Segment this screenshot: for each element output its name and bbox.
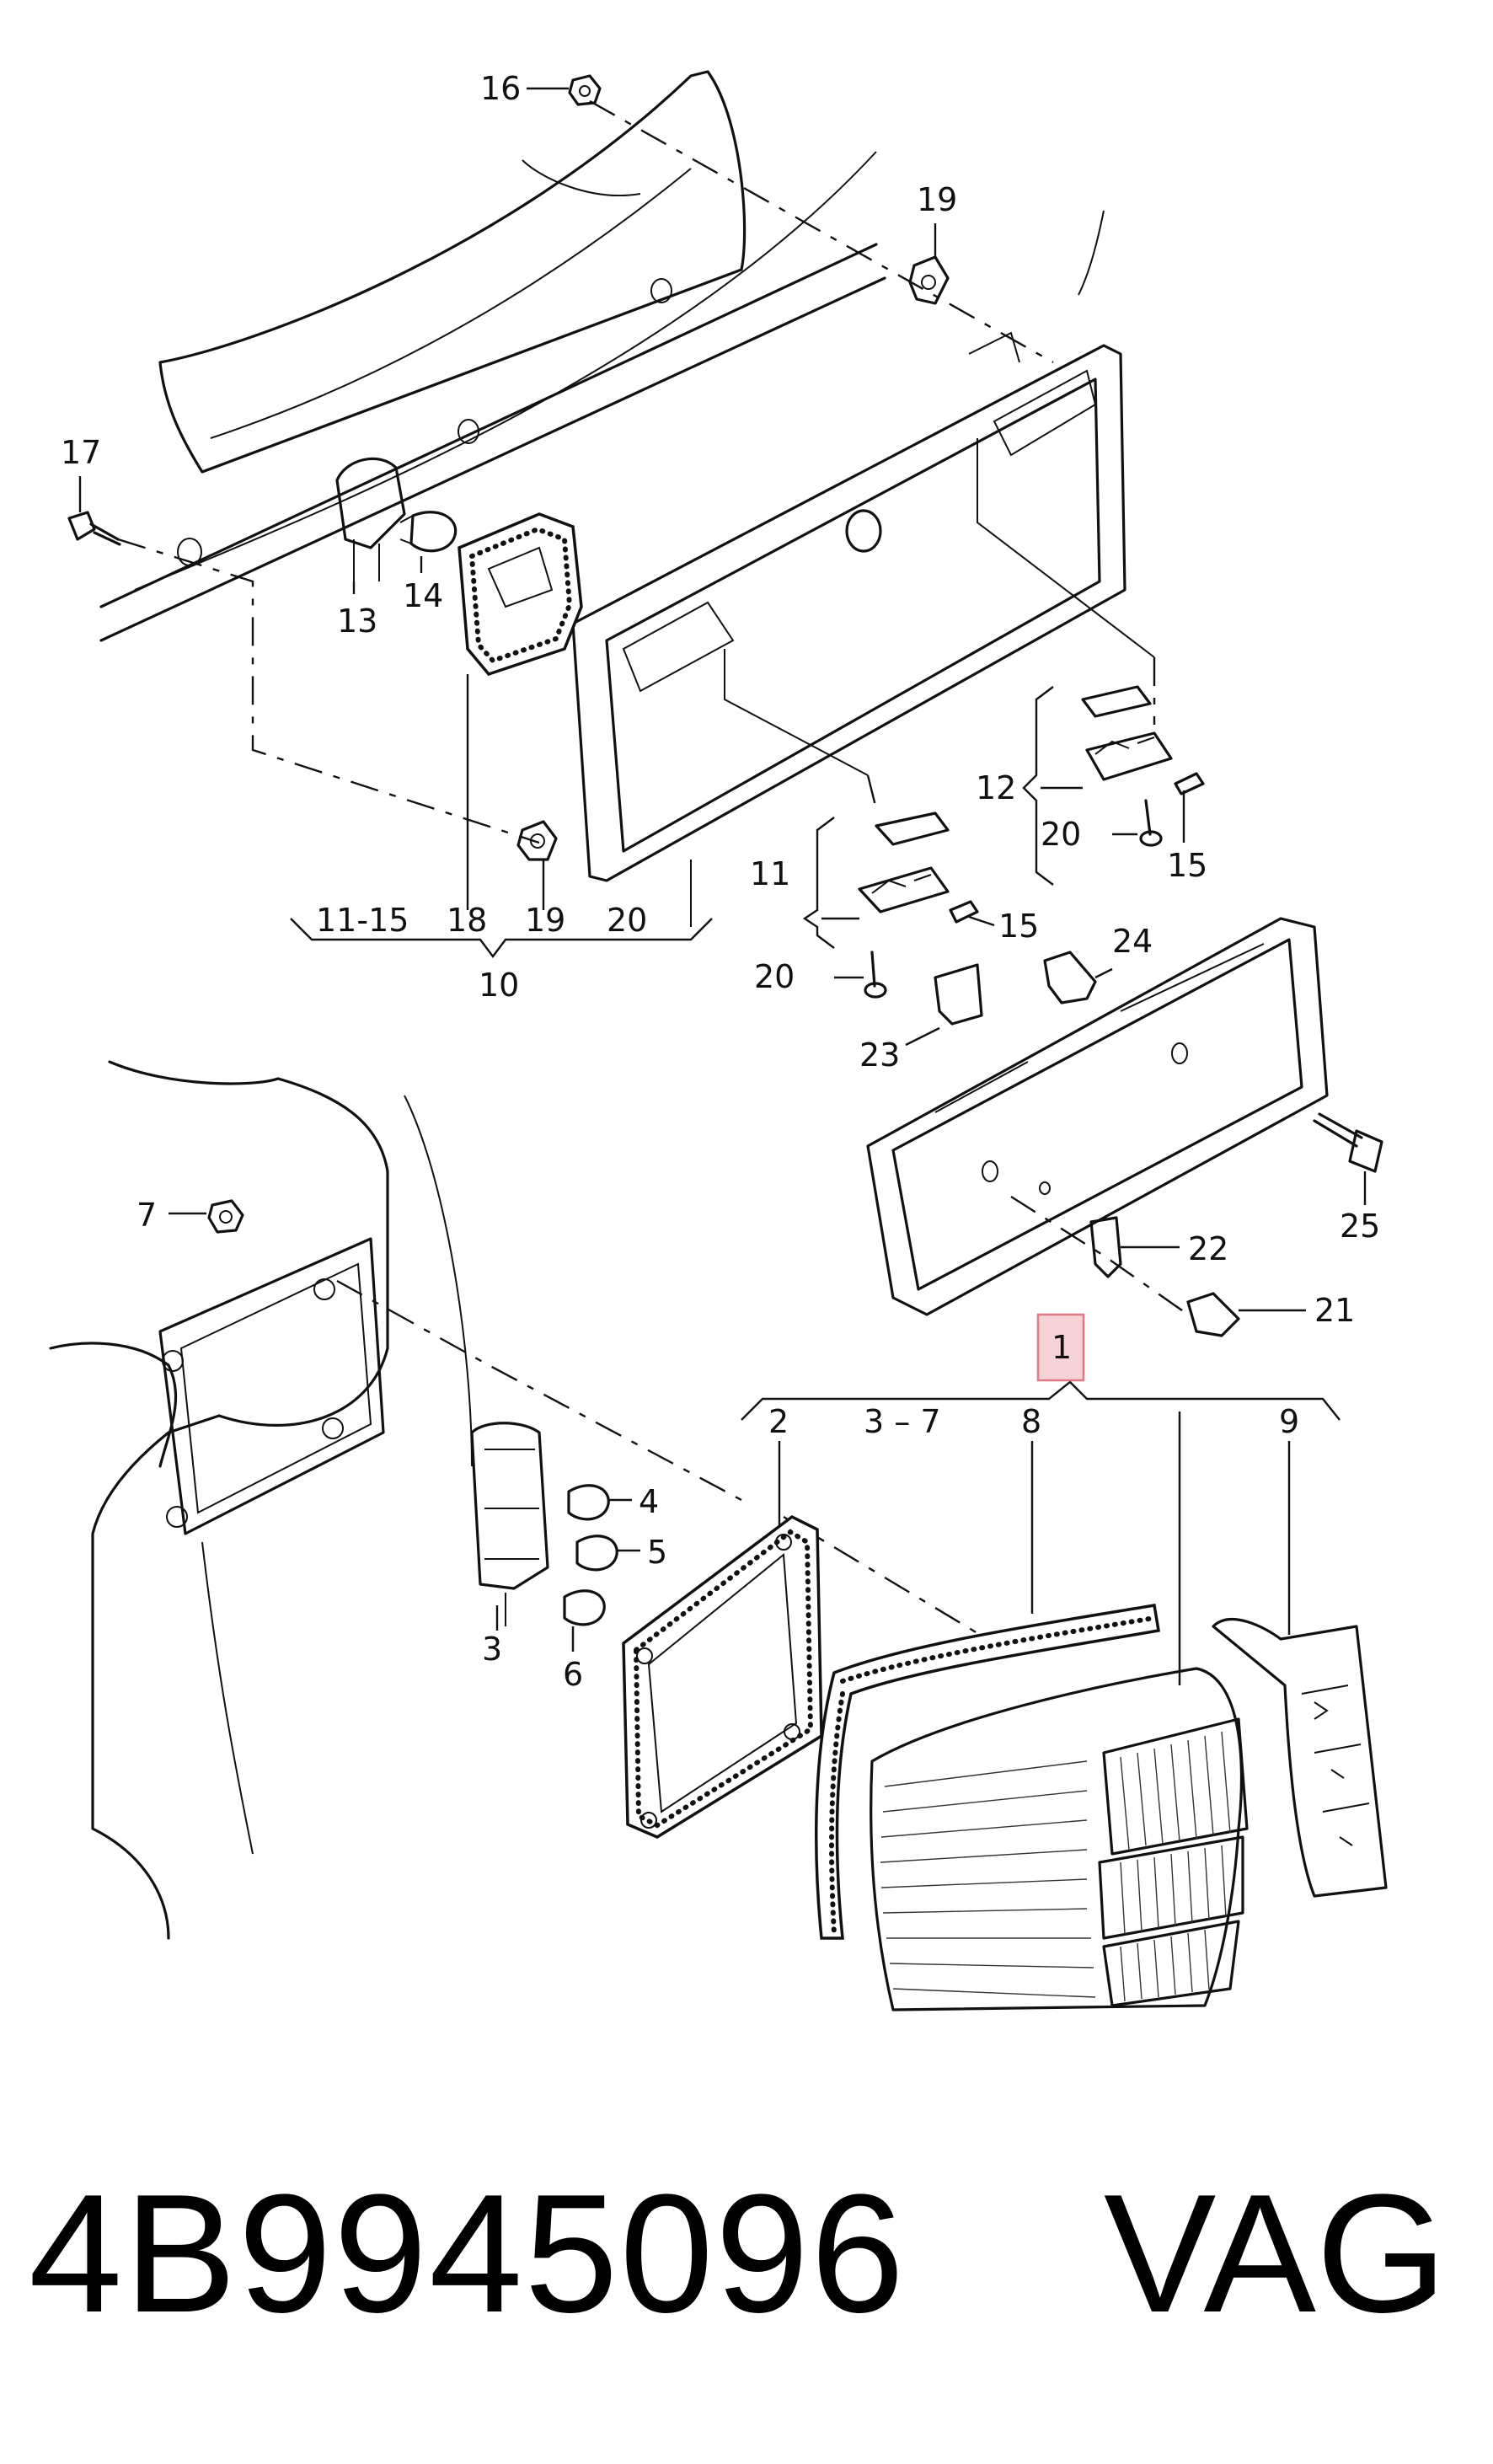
grommet-24-icon (1043, 951, 1097, 1004)
trunk-lid-panel (99, 70, 1105, 642)
license-light-12-icon (1081, 685, 1205, 795)
callout-12: 12 (976, 769, 1016, 806)
assembly-line-16 (589, 99, 1054, 364)
callout-11-15: 11-15 (316, 902, 409, 939)
callout-6: 6 (563, 1656, 583, 1693)
tail-lamp-icon (870, 1667, 1249, 2011)
callout-10: 10 (479, 967, 519, 1004)
part-number: 4B9945096 (29, 2160, 907, 2348)
callout-20a: 20 (607, 902, 647, 939)
seal-8-icon (815, 1603, 1161, 1940)
screw-20c-icon (864, 951, 887, 999)
callout-22: 22 (1188, 1230, 1228, 1267)
assembly-line-7 (336, 1279, 742, 1502)
callout-1: 1 (1052, 1329, 1072, 1366)
callout-labels: 16 19 17 13 14 11-15 18 19 20 10 12 20 1… (61, 70, 1380, 1693)
callout-4: 4 (639, 1483, 659, 1520)
callout-3-7: 3 – 7 (864, 1403, 941, 1440)
bracket-1 (741, 1380, 1340, 1421)
callout-20c: 20 (754, 958, 795, 995)
callout-20b: 20 (1041, 816, 1081, 853)
grommet-21-icon (1186, 1292, 1240, 1337)
bracket-22-icon (1089, 1216, 1122, 1278)
callout-16: 16 (480, 70, 521, 107)
bulb-5-icon (575, 1535, 618, 1572)
lamp-cover-9-icon (1212, 1617, 1388, 1898)
bracket-10 (290, 918, 713, 958)
clip-23-icon (934, 963, 983, 1026)
callout-8: 8 (1021, 1403, 1041, 1440)
upper-lamp-frame (571, 331, 1155, 927)
screw-17-icon (67, 511, 121, 546)
callout-19: 19 (917, 181, 957, 218)
nut-7-icon (207, 1199, 244, 1234)
callout-23: 23 (859, 1036, 900, 1074)
bracket-12 (1022, 686, 1083, 886)
clip-19b-icon (516, 820, 558, 861)
callout-24: 24 (1112, 923, 1153, 960)
screw-20b-icon (1139, 799, 1163, 847)
callout-5: 5 (647, 1534, 667, 1571)
gasket-2-icon (622, 1514, 823, 1839)
license-plate-frame (866, 917, 1329, 1316)
callout-11: 11 (750, 855, 790, 892)
assembly-line-17 (117, 538, 540, 844)
callout-7: 7 (136, 1197, 157, 1234)
callout-18: 18 (447, 902, 487, 939)
leader-lines (78, 87, 1367, 1685)
license-light-11-icon (858, 812, 979, 924)
callout-3: 3 (482, 1631, 502, 1668)
bulb-socket-13-icon (335, 457, 406, 581)
callout-21: 21 (1314, 1292, 1355, 1329)
bulb-holder-3-icon (470, 1422, 549, 1626)
assembly-line-11 (866, 774, 878, 810)
callout-19b: 19 (525, 902, 565, 939)
callout-9: 9 (1279, 1403, 1299, 1440)
callout-14: 14 (403, 577, 443, 614)
callout-25: 25 (1340, 1208, 1380, 1245)
screw-25-icon (1313, 1112, 1383, 1173)
bulb-6-icon (563, 1589, 606, 1626)
body-side-panel (49, 1060, 473, 1940)
callout-17: 17 (61, 434, 101, 471)
nut-16-icon (568, 74, 602, 106)
brand-label: VAG (1104, 2160, 1448, 2348)
gasket-18-icon (458, 512, 583, 677)
highlight-box-1 (1036, 1313, 1085, 1382)
callout-2: 2 (768, 1403, 789, 1440)
clip-19-icon (908, 255, 950, 305)
callout-15b: 15 (998, 908, 1039, 945)
callout-13: 13 (337, 603, 377, 640)
bulb-14-icon (399, 511, 458, 553)
bracket-11 (802, 817, 859, 949)
callout-15a: 15 (1167, 847, 1207, 884)
bulb-4-icon (567, 1484, 610, 1521)
assembly-line-21 (1010, 1195, 1189, 1315)
